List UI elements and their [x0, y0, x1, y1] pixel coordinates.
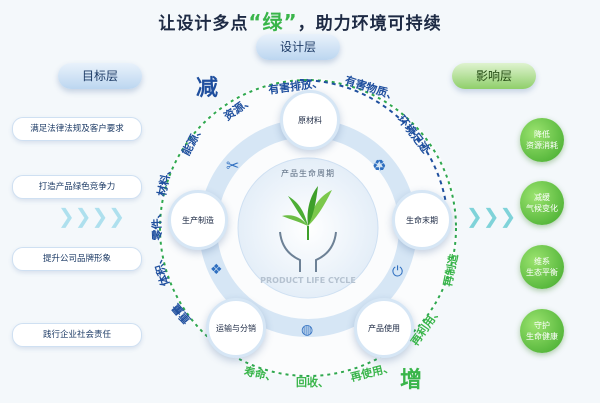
node-usage: 产品使用 [354, 298, 414, 358]
increase-item-recycle: 回收、 [296, 376, 329, 389]
goal-item-3: 提升公司品牌形象 [12, 247, 142, 271]
effect-ecology: 维系 生态平衡 [520, 245, 564, 289]
dropbox-icon: ❖ [210, 262, 223, 278]
node-label: 生产制造 [182, 215, 214, 225]
title-before: 让设计多点 [158, 14, 249, 34]
hands-icon [279, 231, 337, 272]
effect-climate: 减缓 气候变化 [520, 181, 564, 225]
title-after: ，助力环境可持续 [297, 14, 442, 34]
center-label-cn: 产品生命周期 [281, 169, 335, 178]
center-label-en: PRODUCT LIFE CYCLE [260, 276, 356, 285]
increase-head: 增 [400, 368, 423, 393]
effect-health: 守护 生命健康 [520, 309, 564, 353]
effect-label: 维系 生态平衡 [526, 257, 558, 277]
title-highlight: “绿” [248, 10, 298, 34]
node-label: 产品使用 [368, 323, 400, 333]
recycle-icon: ♻ [372, 156, 387, 175]
goal-layer-pill: 目标层 [58, 63, 142, 89]
effect-resource: 降低 资源消耗 [520, 118, 564, 162]
node-transport: 运输与分销 [206, 298, 266, 358]
chevron-right-icon: ❯❯❯❯ [58, 204, 126, 228]
node-end-of-life: 生命末期 [392, 190, 452, 250]
effect-label: 守护 生命健康 [526, 321, 558, 341]
tools-icon: ✂ [226, 156, 240, 175]
node-label: 运输与分销 [216, 323, 256, 333]
leaf-icon [282, 186, 332, 240]
page-title: 让设计多点“绿”，助力环境可持续 [0, 6, 600, 35]
goal-item-1: 满足法律法规及客户要求 [12, 117, 142, 141]
power-icon: ⏻ [392, 264, 404, 280]
effect-label: 降低 资源消耗 [526, 130, 558, 150]
reduce-head: 减 [196, 76, 219, 101]
design-layer-pill: 设计层 [256, 34, 340, 60]
node-label: 生命末期 [406, 215, 438, 225]
reduce-item-parts: 零件、 [149, 207, 165, 241]
effect-label: 减缓 气候变化 [526, 193, 558, 213]
goal-item-2: 打造产品绿色竞争力 [12, 175, 142, 199]
node-label: 原材料 [298, 115, 322, 125]
node-production: 生产制造 [168, 190, 228, 250]
outer-dashed-ring [159, 79, 457, 377]
globe-icon: ◍ [301, 322, 314, 338]
impact-layer-pill: 影响层 [452, 63, 536, 89]
goal-item-4: 践行企业社会责任 [12, 323, 142, 347]
node-raw-material: 原材料 [280, 90, 340, 150]
chevron-right-icon: ❯❯❯ [466, 204, 517, 228]
